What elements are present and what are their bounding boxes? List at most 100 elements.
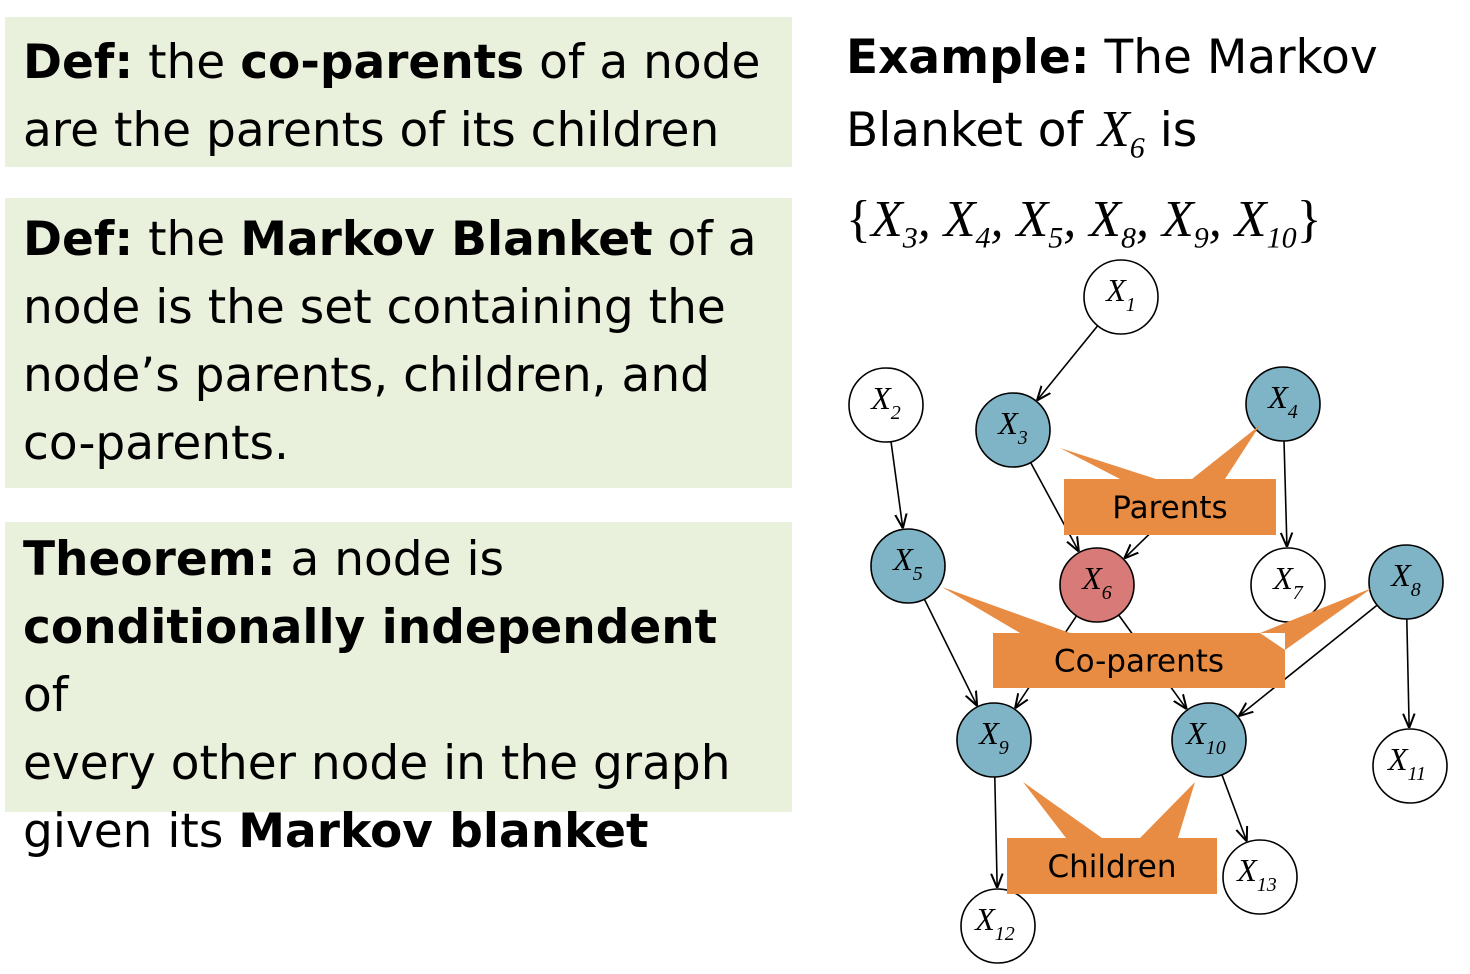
example-text-part: is: [1159, 103, 1198, 158]
edge-X3-X6: [1029, 462, 1079, 552]
set-separator: ,: [917, 191, 944, 249]
example-line2: Blanket of X6 is: [846, 94, 1466, 184]
set-item-letter: X: [1016, 191, 1049, 249]
edge-X10-X13: [1221, 774, 1247, 842]
node-circle: [1059, 547, 1135, 623]
def-term: Markov Blanket: [240, 212, 653, 267]
var-letter: X: [1097, 101, 1130, 158]
node-label: X2: [869, 380, 901, 424]
node-circle: [1368, 544, 1444, 620]
example-text-part: The Markov: [1104, 30, 1378, 85]
example-text: Example: The Markov Blanket of X6 is {X3…: [846, 22, 1466, 275]
markov-blanket-definition-box: Def: the Markov Blanket of a node is the…: [5, 198, 792, 488]
set-item-subscript: 10: [1266, 221, 1297, 255]
set-item: X3: [870, 191, 918, 254]
set-item: X8: [1089, 191, 1136, 254]
node-circle: [848, 367, 924, 443]
node-label: X5: [891, 541, 923, 585]
node-circle: [1222, 839, 1298, 915]
node-X3: X3: [975, 392, 1051, 468]
theorem-box: Theorem: a node is conditionally indepen…: [5, 522, 792, 859]
coparents-callout-shape: [942, 587, 1372, 688]
node-X8: X8: [1368, 544, 1444, 620]
set-separator: ,: [1208, 191, 1235, 249]
node-circle: [1245, 366, 1321, 442]
node-label: X11: [1386, 741, 1426, 785]
theorem-text: of: [23, 668, 69, 723]
parents-callout: Parents: [1060, 425, 1276, 535]
set-item-subscript: 3: [902, 221, 918, 255]
node-X2: X2: [848, 367, 924, 443]
theorem-term: Markov blanket: [238, 804, 649, 859]
node-label: X12: [973, 901, 1015, 945]
children-callout-shape: [1007, 782, 1217, 894]
set-item: X5: [1016, 191, 1064, 254]
node-X9: X9: [956, 702, 1032, 778]
example-text-part: Blanket of: [846, 103, 1084, 158]
node-circle: [960, 888, 1036, 964]
var-subscript: 6: [1129, 131, 1145, 165]
node-label: X10: [1184, 715, 1226, 759]
coparents-def-line1: Def: the co-parents of a node: [23, 29, 774, 97]
set-item-letter: X: [1089, 191, 1122, 249]
set-item-subscript: 8: [1121, 221, 1137, 255]
node-circle: [956, 702, 1032, 778]
node-circle: [1372, 728, 1448, 804]
def-text: of a node: [539, 35, 761, 90]
mb-def-line2: node is the set containing the: [23, 280, 726, 335]
set-item: X4: [943, 191, 991, 254]
set-item: X10: [1234, 191, 1297, 254]
def-text: the: [148, 212, 226, 267]
edge-X9-X12: [995, 776, 997, 888]
set-items: X3, X4, X5, X8, X9, X10: [870, 191, 1297, 254]
theorem-text: a node is: [290, 532, 504, 587]
theorem-line3: every other node in the graph: [23, 736, 731, 791]
set-item-letter: X: [943, 191, 976, 249]
example-label: Example:: [846, 30, 1090, 85]
set-item-letter: X: [1234, 191, 1267, 249]
theorem-term: conditionally independent: [23, 600, 718, 655]
edge-X4-X7: [1284, 440, 1287, 547]
coparents-callout: Co-parents: [942, 587, 1372, 688]
set-separator: ,: [990, 191, 1017, 249]
node-X6: X6: [1059, 547, 1135, 623]
set-item-subscript: 4: [975, 221, 991, 255]
set-item-letter: X: [870, 191, 903, 249]
def-label: Def:: [23, 212, 134, 267]
node-X12: X12: [960, 888, 1036, 964]
node-X11: X11: [1372, 728, 1448, 804]
parents-callout-shape: [1060, 425, 1276, 535]
node-label: X1: [1104, 272, 1136, 316]
mb-def-line4: co-parents.: [23, 416, 289, 471]
edge-X8-X10: [1239, 604, 1378, 716]
node-label: X9: [977, 715, 1009, 759]
theorem-text: given its: [23, 804, 224, 859]
theorem-line2: conditionally independent of: [23, 594, 774, 730]
mb-def-line3: node’s parents, children, and: [23, 348, 710, 403]
set-separator: ,: [1136, 191, 1163, 249]
node-circle: [975, 392, 1051, 468]
example-line1: Example: The Markov: [846, 22, 1466, 94]
set-item-letter: X: [1162, 191, 1194, 249]
node-X7: X7: [1250, 547, 1326, 623]
example-variable: X6: [1097, 101, 1145, 164]
def-text: the: [148, 35, 226, 90]
node-X13: X13: [1222, 839, 1298, 915]
set-item-subscript: 5: [1048, 221, 1064, 255]
edge-X2-X5: [890, 441, 903, 529]
example-set: {X3, X4, X5, X8, X9, X10}: [846, 184, 1466, 274]
edge-X5-X9: [923, 598, 977, 706]
mb-def-line1: Def: the Markov Blanket of a: [23, 206, 774, 274]
node-X4: X4: [1245, 366, 1321, 442]
node-circle: [1083, 259, 1159, 335]
node-X10: X10: [1171, 702, 1247, 778]
theorem-line1: Theorem: a node is: [23, 526, 774, 594]
edge-X1-X3: [1037, 325, 1099, 401]
coparents-definition-box: Def: the co-parents of a node are the pa…: [5, 17, 792, 167]
def-term: co-parents: [240, 35, 525, 90]
set-item-subscript: 9: [1193, 221, 1209, 255]
theorem-line4: given its Markov blanket: [23, 798, 774, 866]
